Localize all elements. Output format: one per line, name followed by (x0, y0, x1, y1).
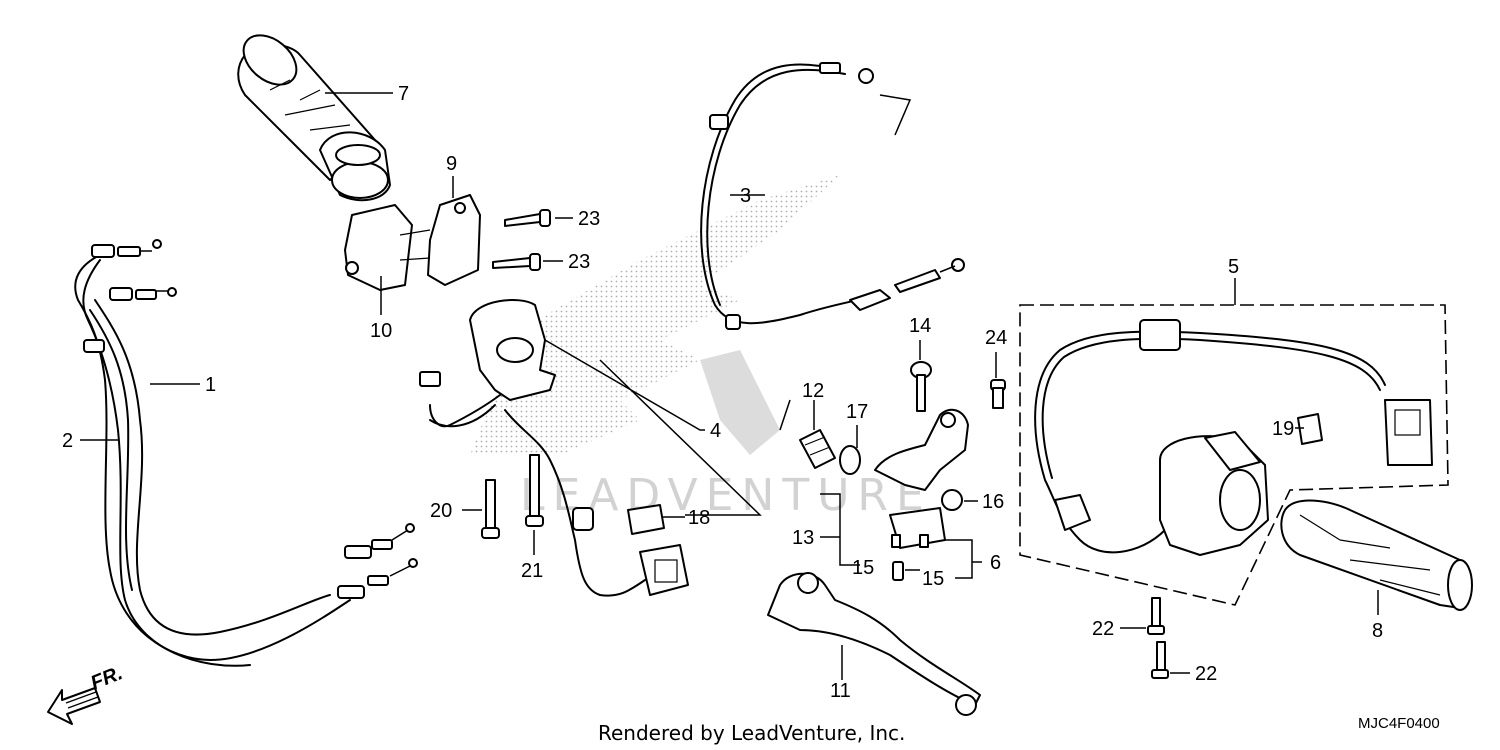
screw-20[interactable] (481, 479, 500, 539)
screw-23-upper[interactable] (504, 209, 551, 227)
callout-22-lower: 22 (1195, 663, 1217, 685)
callout-21: 21 (521, 560, 543, 582)
callout-labels: 1 2 3 4 5 6 7 8 9 10 11 12 13 14 15 15 1… (62, 83, 1383, 702)
screw-22-lower[interactable] (1151, 641, 1169, 679)
clutch-cable[interactable] (700, 62, 965, 330)
callout-3: 3 (740, 185, 751, 207)
callout-4: 4 (710, 420, 721, 442)
callout-16: 16 (982, 491, 1004, 513)
callout-6: 6 (990, 552, 1001, 574)
diagram-code: MJC4F0400 (1358, 715, 1440, 732)
pivot-bolt-14[interactable] (910, 361, 932, 412)
callout-19: 19 (1272, 418, 1294, 440)
callout-14: 14 (909, 315, 931, 337)
nut-16[interactable] (941, 489, 963, 511)
callout-8: 8 (1372, 620, 1383, 642)
screw-23-lower[interactable] (492, 253, 541, 271)
callout-2: 2 (62, 430, 73, 452)
rendered-by-credit: Rendered by LeadVenture, Inc. (598, 721, 905, 745)
callout-23-upper: 23 (578, 208, 600, 230)
connector-19[interactable] (1297, 413, 1323, 445)
bolt-24[interactable] (990, 379, 1006, 409)
callout-20: 20 (430, 500, 452, 522)
callout-7: 7 (398, 83, 409, 105)
callout-15-left: 15 (852, 557, 874, 579)
lever-bracket-13[interactable] (874, 408, 969, 491)
clutch-switch-6[interactable] (889, 507, 946, 549)
connector-18[interactable] (627, 504, 665, 535)
callout-22-upper: 22 (1092, 618, 1114, 640)
throttle-housing[interactable] (344, 194, 481, 291)
callout-12: 12 (802, 380, 824, 402)
callout-24: 24 (985, 327, 1007, 349)
clutch-lever-11[interactable] (767, 572, 981, 716)
right-switch-box (1019, 304, 1449, 606)
callout-9: 9 (446, 153, 457, 175)
front-label: FR. (88, 662, 126, 694)
callout-5: 5 (1228, 256, 1239, 278)
front-direction-arrow: FR. (47, 662, 126, 725)
callout-13: 13 (792, 527, 814, 549)
leader-lines (80, 92, 1379, 680)
right-grip-8[interactable] (1280, 499, 1473, 611)
callout-11: 11 (830, 680, 851, 702)
lock-ring-17[interactable] (839, 445, 861, 475)
callout-1: 1 (205, 374, 216, 396)
screw-22-upper[interactable] (1147, 597, 1165, 635)
throttle-cables[interactable] (74, 239, 418, 667)
callout-18: 18 (688, 507, 710, 529)
screw-21[interactable] (525, 454, 544, 527)
right-handlebar-switch[interactable] (1034, 319, 1433, 556)
callout-23-lower: 23 (568, 251, 590, 273)
callout-15-right: 15 (922, 568, 944, 590)
throttle-grip[interactable] (234, 25, 391, 202)
cable-adjuster-12[interactable] (799, 429, 836, 469)
screw-15[interactable] (892, 561, 904, 581)
left-handlebar-switch[interactable] (419, 299, 689, 597)
callout-10: 10 (370, 320, 392, 342)
callout-17: 17 (846, 401, 868, 423)
